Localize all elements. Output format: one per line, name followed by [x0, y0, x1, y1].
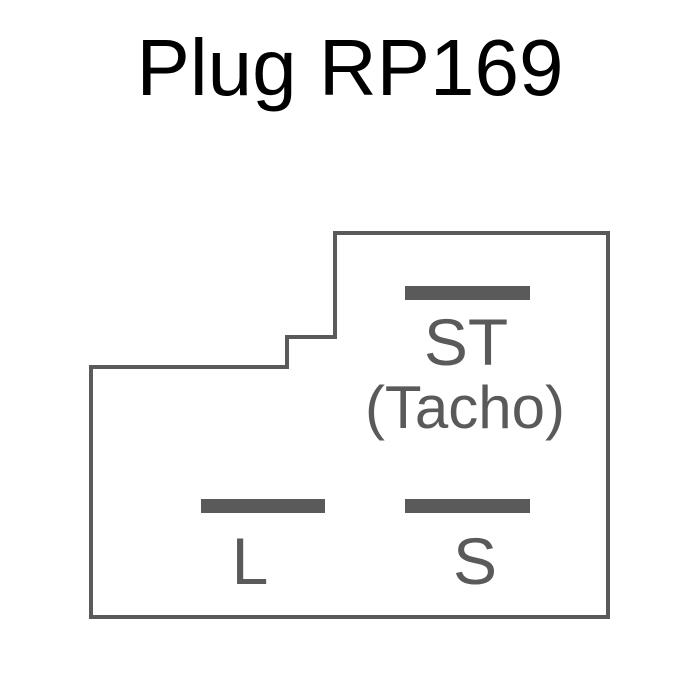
terminal-s-label: S — [453, 524, 497, 598]
terminal-l: L — [201, 499, 325, 598]
terminal-st-sublabel: (Tacho) — [365, 374, 565, 441]
terminal-st-label: ST — [424, 305, 508, 379]
terminal-st: ST (Tacho) — [365, 286, 565, 441]
terminal-s-blade — [405, 499, 530, 513]
terminal-l-blade — [201, 499, 325, 513]
terminal-st-blade — [405, 286, 530, 300]
terminal-s: S — [405, 499, 530, 598]
terminal-l-label: L — [232, 524, 269, 598]
plug-housing-outline — [89, 231, 610, 619]
diagram-title: Plug RP169 — [136, 23, 564, 112]
